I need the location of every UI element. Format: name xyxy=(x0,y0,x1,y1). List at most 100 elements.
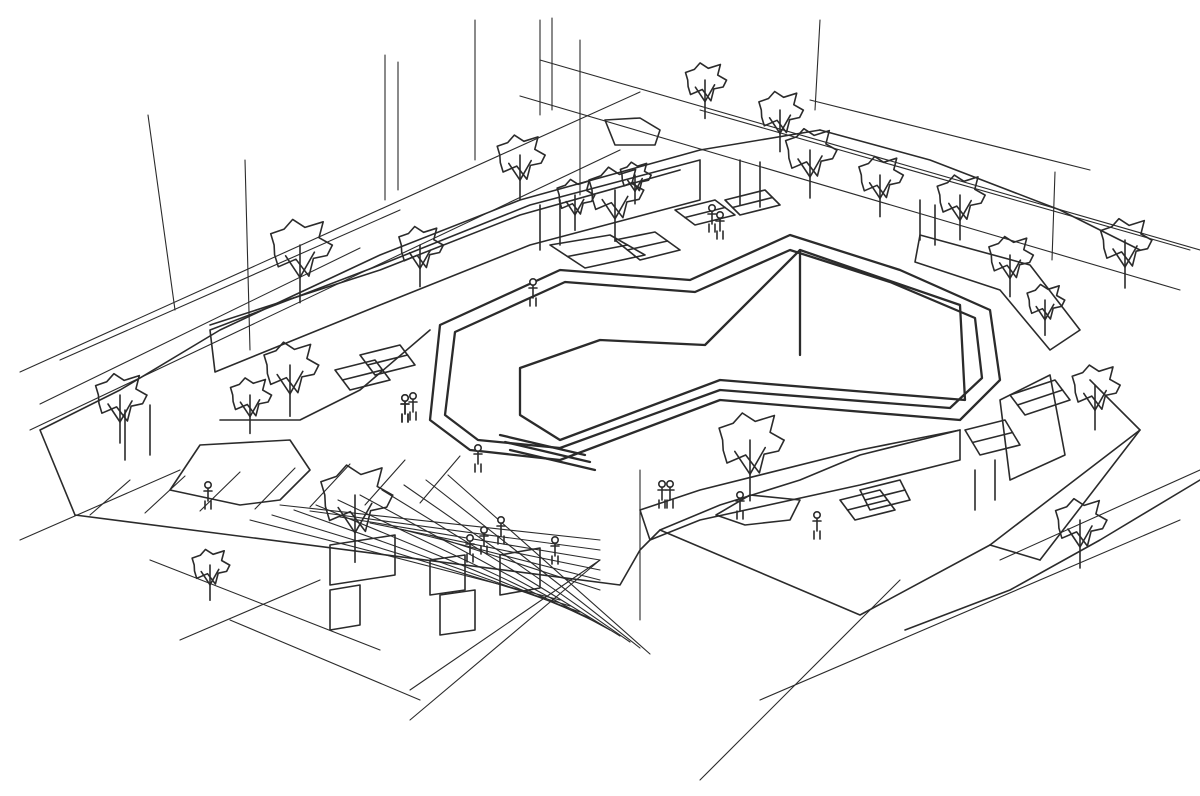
planter-box xyxy=(499,547,541,596)
tree-branch xyxy=(239,401,251,418)
tree-canopy xyxy=(398,225,445,269)
tree-branch xyxy=(1083,392,1096,412)
tree-branch xyxy=(1009,259,1022,280)
planter-box xyxy=(329,534,396,586)
site-furniture xyxy=(329,117,1071,636)
paving-joint xyxy=(381,489,621,637)
pool-step xyxy=(503,440,592,464)
site-outline-north xyxy=(819,129,1141,251)
tree-branch xyxy=(694,86,706,103)
paving-joint xyxy=(293,509,581,613)
tree-branch xyxy=(1067,528,1081,548)
tree-branch xyxy=(408,252,421,270)
vehicle xyxy=(604,117,661,146)
left-terrace-edge xyxy=(219,329,431,421)
tree-branch xyxy=(209,568,220,586)
paving-joint xyxy=(425,479,641,649)
tree-branch xyxy=(337,506,356,534)
tree-branch xyxy=(1035,305,1046,321)
tree-branch xyxy=(879,179,892,200)
tree-canopy xyxy=(94,372,148,422)
site-outline xyxy=(39,129,1200,631)
right-terrace-edge xyxy=(659,429,961,531)
paving-hatch xyxy=(89,455,651,655)
bench-slat xyxy=(684,206,726,219)
site-outline-west xyxy=(39,129,821,516)
tree-branch xyxy=(507,162,521,181)
lawn-hatch xyxy=(309,463,351,508)
construction-line xyxy=(409,559,601,721)
lawn-hatch xyxy=(254,467,296,510)
lawn-hatch xyxy=(364,459,406,506)
construction-line xyxy=(699,109,1191,251)
tree-planter-bed xyxy=(715,494,801,526)
pool-water xyxy=(518,248,967,442)
retaining-walls xyxy=(124,159,1081,541)
tree-canopy xyxy=(858,155,905,199)
construction-line xyxy=(149,559,381,651)
tree-canopy xyxy=(320,464,394,533)
bench xyxy=(359,344,416,376)
tree-canopy xyxy=(556,178,596,215)
paving-joint xyxy=(447,474,651,655)
tree-branch xyxy=(354,502,373,534)
tree-branch xyxy=(998,261,1011,280)
tree-canopy xyxy=(1099,217,1153,267)
bench xyxy=(1009,379,1071,416)
paving-joint xyxy=(429,534,601,591)
tree-branch xyxy=(626,179,636,192)
bench xyxy=(549,234,646,269)
tree-canopy xyxy=(1054,497,1108,547)
tree-branch xyxy=(1124,245,1138,268)
upper-retaining-wall xyxy=(209,159,701,373)
tree-branch xyxy=(289,370,304,395)
tree-canopy xyxy=(229,377,273,417)
tree-canopy xyxy=(936,174,986,220)
step-edge xyxy=(1039,429,1141,561)
tree-branch xyxy=(634,177,644,192)
tree-canopy xyxy=(1071,364,1121,410)
tree-branch xyxy=(284,255,301,279)
central-pool-basin xyxy=(428,233,1002,472)
tree-branch xyxy=(119,400,133,423)
paving-joint xyxy=(279,504,601,541)
construction-line xyxy=(699,579,901,781)
tree-branch xyxy=(947,202,961,221)
lawn-hatch xyxy=(144,475,186,514)
paving-joint xyxy=(309,510,601,551)
construction-line xyxy=(539,59,1200,251)
lawn-hatch xyxy=(89,479,131,516)
bench xyxy=(614,231,681,261)
construction-line xyxy=(229,619,421,701)
tree-branch xyxy=(768,117,781,135)
people-figures xyxy=(203,204,822,565)
construction-lines xyxy=(19,17,1200,781)
pool-step xyxy=(498,433,587,457)
tree-branch xyxy=(797,158,811,178)
tree-canopy xyxy=(1026,283,1066,320)
tree-branch xyxy=(200,570,211,586)
tree-canopy xyxy=(784,127,838,177)
construction-line xyxy=(29,149,621,431)
tree-branch xyxy=(704,84,716,103)
tree-branch xyxy=(809,155,823,178)
lawn-plot xyxy=(169,439,311,506)
tree-canopy xyxy=(496,134,546,180)
bench xyxy=(839,489,896,521)
bench xyxy=(334,359,391,391)
lower-retaining-wall xyxy=(639,429,961,541)
site-edge-east xyxy=(904,479,1200,631)
tree-branch xyxy=(107,403,121,423)
lawn-hatch xyxy=(419,455,461,504)
tree-branch xyxy=(1112,248,1126,268)
tree-canopies xyxy=(94,62,1153,602)
bench-slat xyxy=(1016,389,1064,406)
planter-box xyxy=(329,584,361,631)
tree-canopy xyxy=(619,161,652,192)
height-marker-line xyxy=(147,114,176,311)
planter-box xyxy=(439,589,476,636)
bench-slat xyxy=(731,196,774,209)
bench-slat xyxy=(971,431,1014,444)
tree-canopy xyxy=(684,62,728,102)
